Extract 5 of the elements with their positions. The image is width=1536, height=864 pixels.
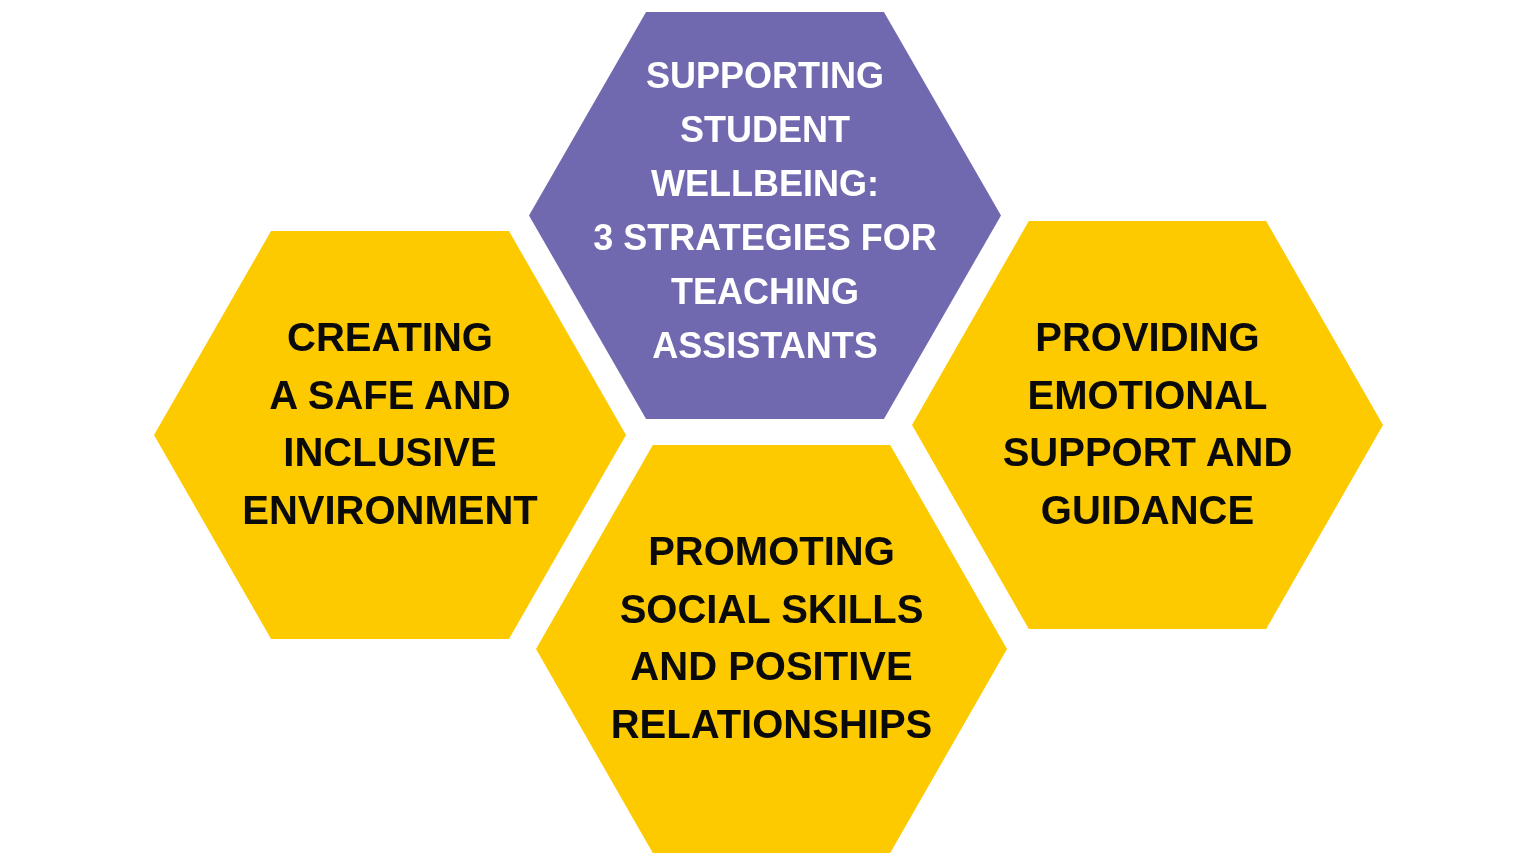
- strategy-text: CREATING A SAFE AND INCLUSIVE ENVIRONMENT: [242, 314, 538, 534]
- title-text: SUPPORTING STUDENT WELLBEING: 3 STRATEGIES FOR TEACHING ASSISTANTS: [593, 53, 937, 368]
- hexagon: [529, 12, 1001, 419]
- strategy-text: PROVIDING EMOTIONAL SUPPORT AND GUIDANCE: [1002, 314, 1293, 534]
- strategy-text: PROMOTING SOCIAL SKILLS AND POSITIVE RELATIONSHIPS: [610, 528, 933, 748]
